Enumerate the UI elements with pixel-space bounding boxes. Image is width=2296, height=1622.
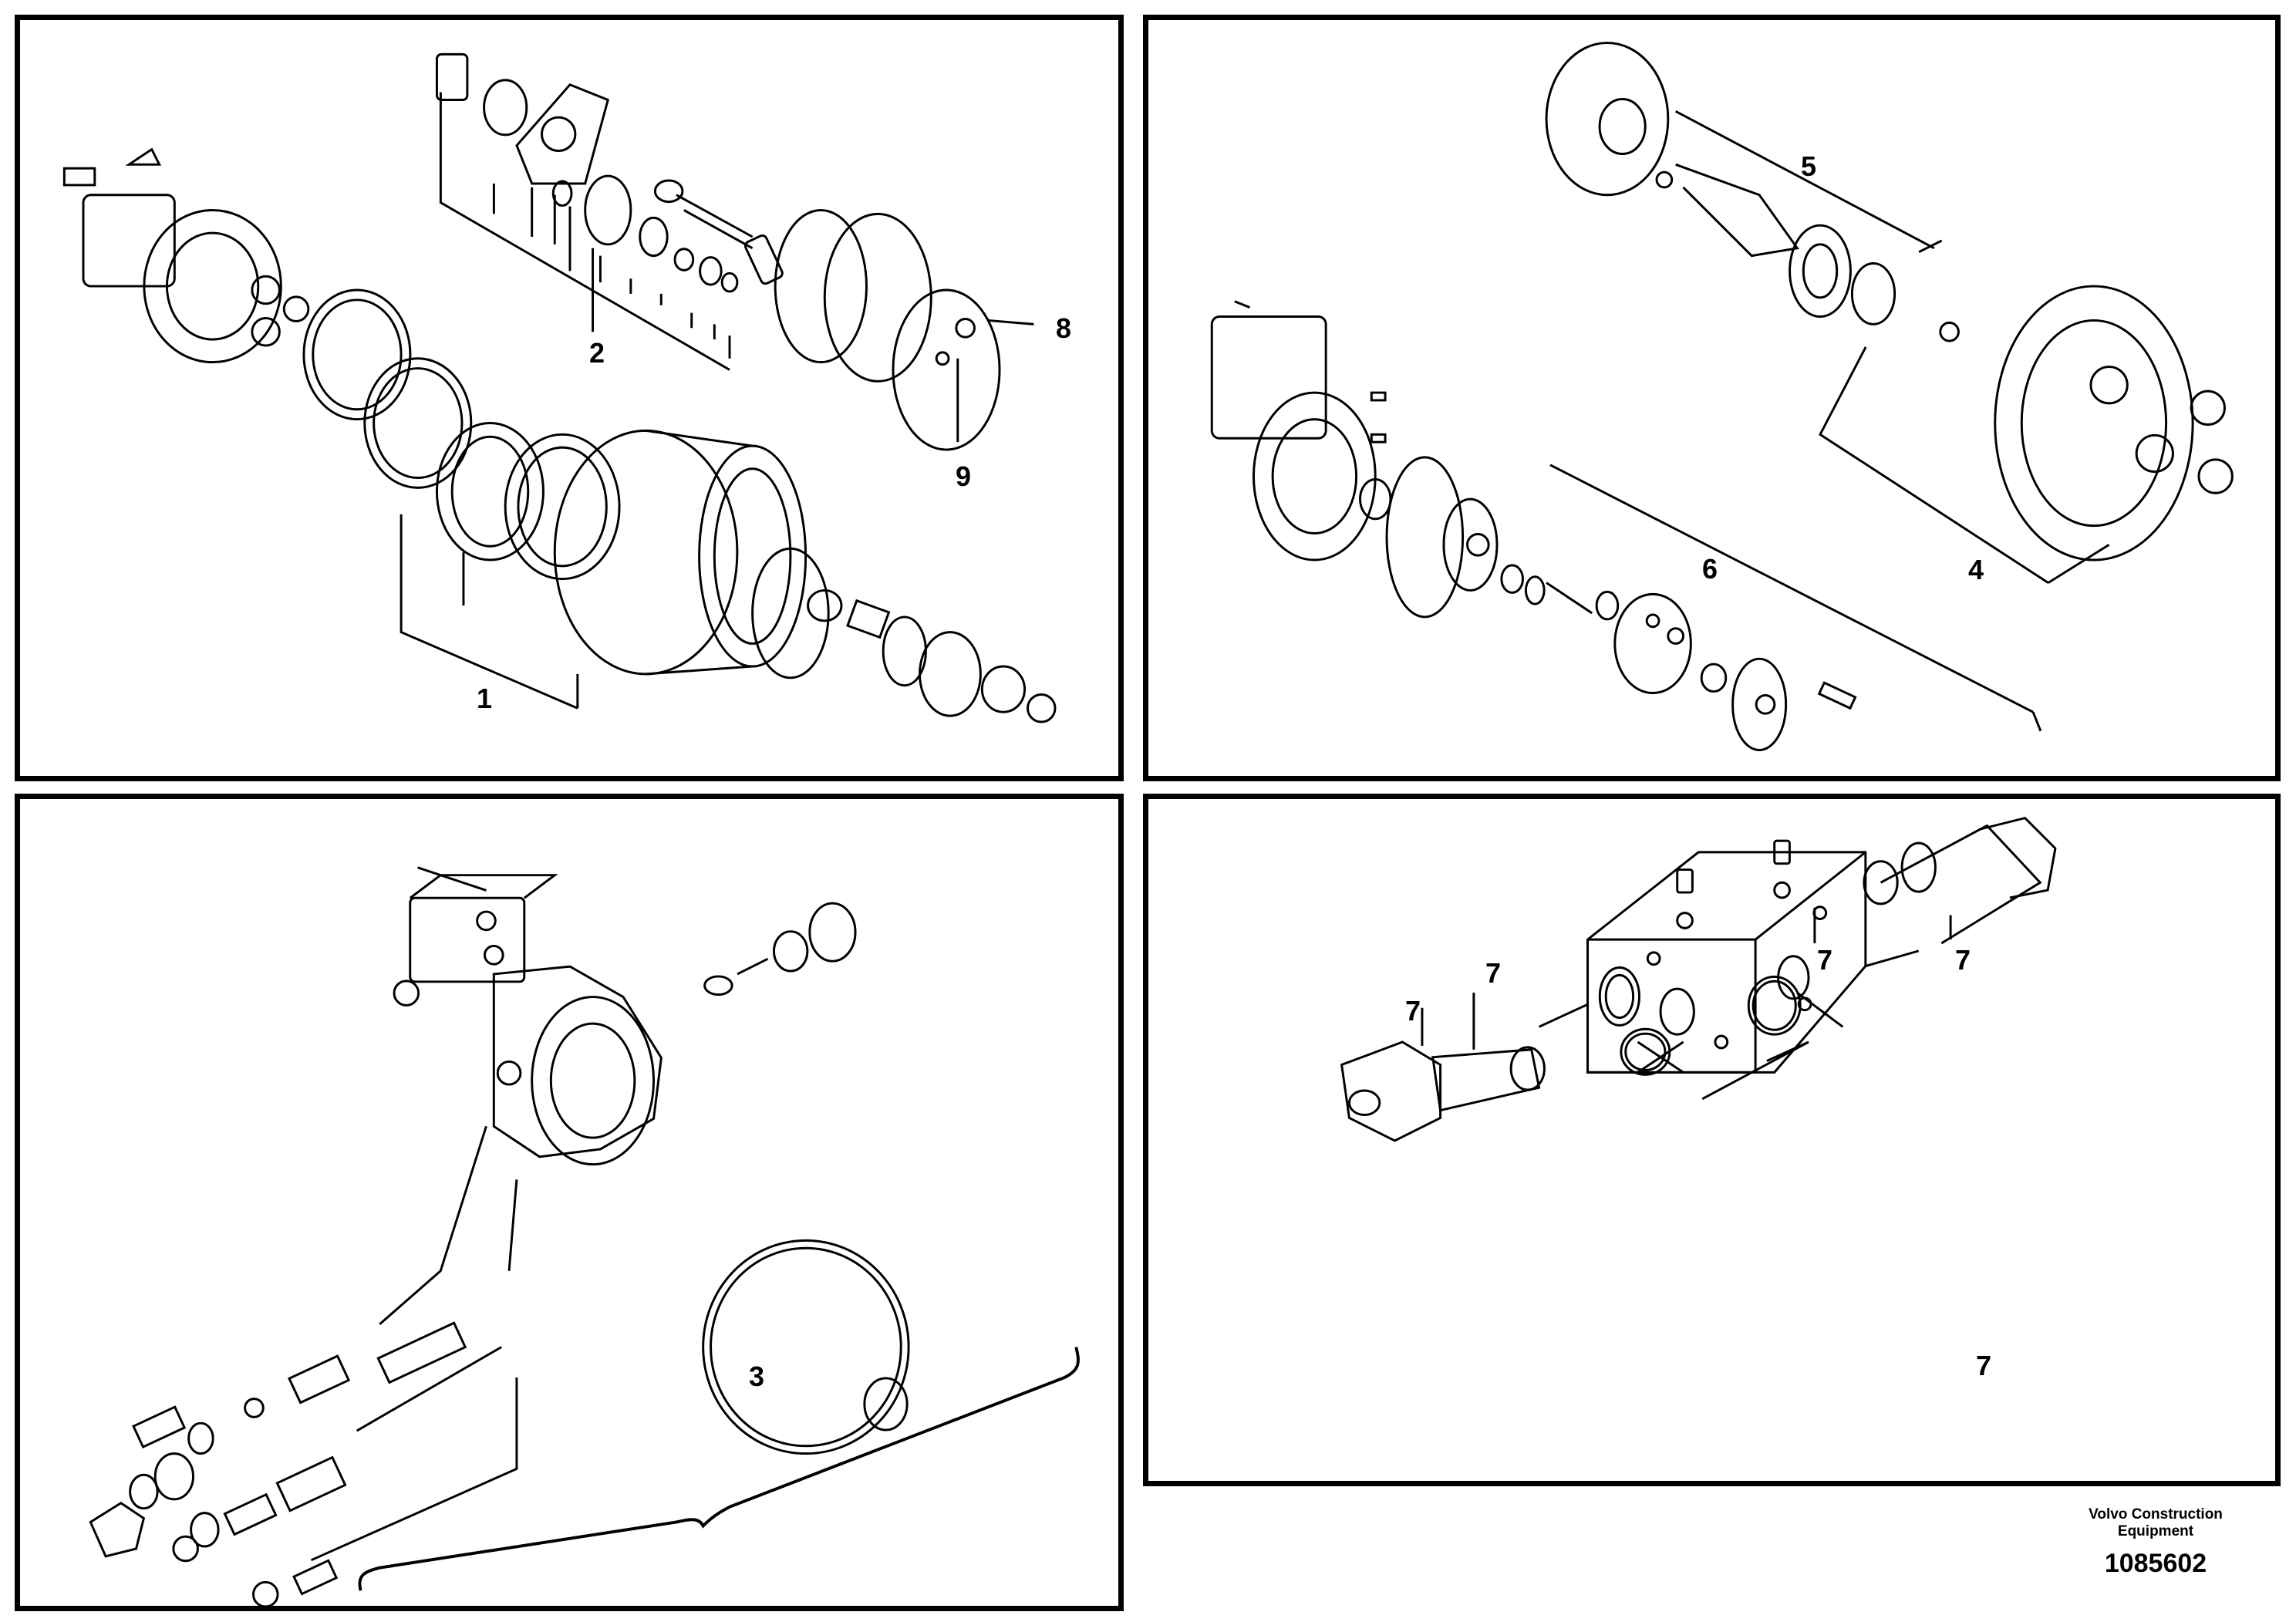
callout-7-b: 7 [1954,944,1971,976]
travel-motor-exploded-drawing [1210,42,2234,751]
panel-travel-motor: 5 6 4 [1143,15,2281,781]
callout-7-a: 7 [1816,944,1833,976]
drawing-number: 1085602 [2104,1549,2207,1578]
callout-4: 4 [1967,554,1984,585]
callout-1: 1 [476,683,493,714]
valve-body-exploded-drawing [89,866,1080,1606]
company-label: Volvo Construction Equipment [2063,1506,2248,1540]
callout-6: 6 [1701,553,1718,585]
callout-3: 3 [748,1361,765,1392]
relief-valve-block-drawing [1340,816,2057,1142]
callout-2: 2 [588,337,605,369]
panel-relief-valve-block: 7 7 7 7 7 [1143,794,2281,1486]
callout-9: 9 [955,460,972,492]
callout-5: 5 [1800,150,1817,182]
final-drive-exploded-drawing [62,52,1057,723]
callout-8: 8 [1055,312,1072,344]
company-line-2: Equipment [2117,1523,2194,1539]
callout-7-c: 7 [1404,995,1421,1027]
callout-7-e: 7 [1975,1350,1992,1381]
company-line-1: Volvo Construction [2089,1506,2223,1523]
panel-final-drive: 1 2 8 9 [15,15,1124,781]
callout-7-d: 7 [1485,957,1502,989]
panel-valve-body: 3 [15,794,1124,1611]
